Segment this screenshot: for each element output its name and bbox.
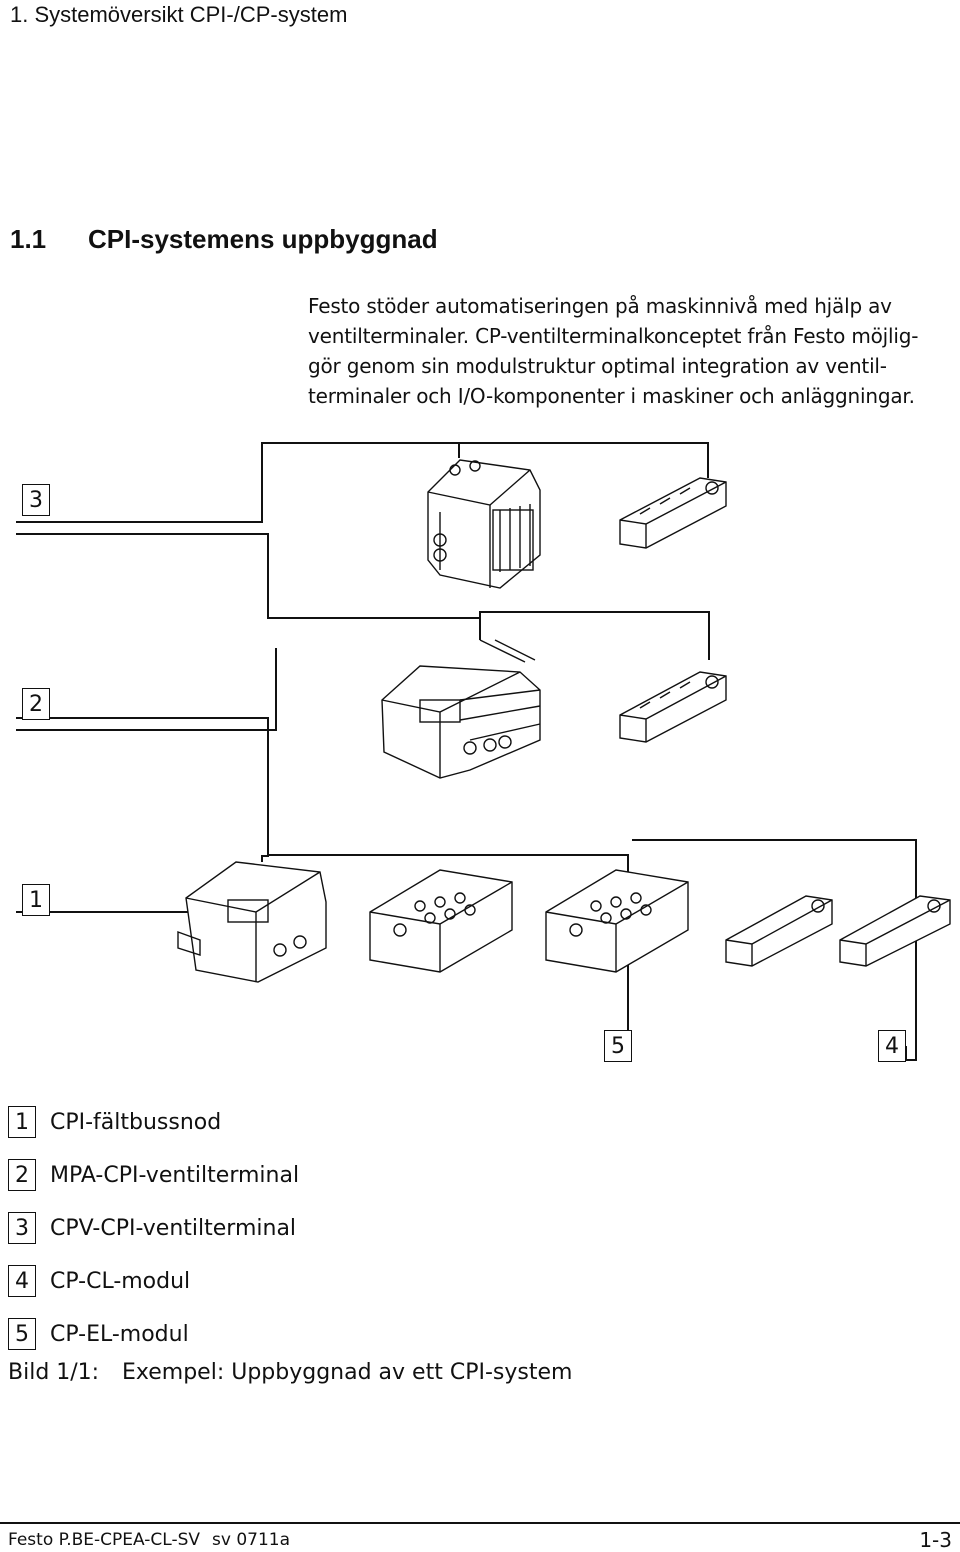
intro-line: terminaler och I/O-komponenter i maskine… [308, 384, 915, 408]
legend-item: 3 CPV-CPI-ventilterminal [8, 1212, 296, 1244]
footer-doc: Festo P.BE-CPEA-CL-SV [8, 1530, 201, 1550]
legend-number: 3 [8, 1212, 36, 1244]
cpcl-module-lower-a [725, 895, 833, 967]
mpa-terminal-drawing [381, 639, 541, 779]
legend-number: 5 [8, 1318, 36, 1350]
legend-label: CPI-fältbussnod [50, 1109, 222, 1135]
legend-number: 2 [8, 1159, 36, 1191]
figure-caption: Bild 1/1: Exempel: Uppbyggnad av ett CPI-… [8, 1360, 572, 1385]
legend-number: 1 [8, 1106, 36, 1138]
legend-item: 5 CP-EL-modul [8, 1318, 189, 1350]
legend-label: CP-CL-modul [50, 1268, 191, 1294]
legend-item: 1 CPI-fältbussnod [8, 1106, 221, 1138]
caption-text: Exempel: Uppbyggnad av ett CPI-system [122, 1360, 573, 1385]
cpel-module-a [369, 869, 513, 973]
footer-doc-id: Festo P.BE-CPEA-CL-SV sv 0711a [8, 1530, 290, 1550]
marker-1: 1 [22, 884, 50, 916]
legend-item: 4 CP-CL-modul [8, 1265, 190, 1297]
cpi-fieldbus-node-drawing [177, 861, 327, 983]
intro-paragraph: Festo stöder automatiseringen på maskinn… [308, 291, 948, 411]
cpv-terminal-drawing [427, 459, 541, 589]
section-title: CPI-systemens uppbyggnad [88, 224, 438, 254]
legend-number: 4 [8, 1265, 36, 1297]
caption-label: Bild 1/1: [8, 1360, 100, 1385]
page-number: 1-3 [919, 1528, 952, 1552]
legend-label: MPA-CPI-ventilterminal [50, 1162, 300, 1188]
legend-label: CP-EL-modul [50, 1321, 189, 1347]
footer-divider [0, 1522, 960, 1524]
chapter-title: 1. Systemöversikt CPI-/CP-system [10, 2, 348, 27]
marker-4: 4 [878, 1030, 906, 1062]
intro-line: gör genom sin modulstruktur optimal inte… [308, 354, 887, 378]
section-heading: 1.1 CPI-systemens uppbyggnad [10, 224, 438, 255]
intro-line: ventilterminaler. CP-ventilterminalkonce… [308, 324, 919, 348]
intro-line: Festo stöder automatiseringen på maskinn… [308, 294, 892, 318]
marker-3: 3 [22, 484, 50, 516]
legend-item: 2 MPA-CPI-ventilterminal [8, 1159, 299, 1191]
cpel-module-b [545, 869, 689, 973]
cpcl-module-upper [619, 477, 727, 549]
marker-2: 2 [22, 688, 50, 720]
cpcl-module-middle [619, 671, 727, 743]
section-number: 1.1 [10, 224, 47, 254]
legend-label: CPV-CPI-ventilterminal [50, 1215, 297, 1241]
marker-5: 5 [604, 1030, 632, 1062]
cpcl-module-lower-b [839, 895, 951, 967]
system-diagram [16, 442, 951, 1061]
footer-version: sv 0711a [212, 1530, 291, 1550]
